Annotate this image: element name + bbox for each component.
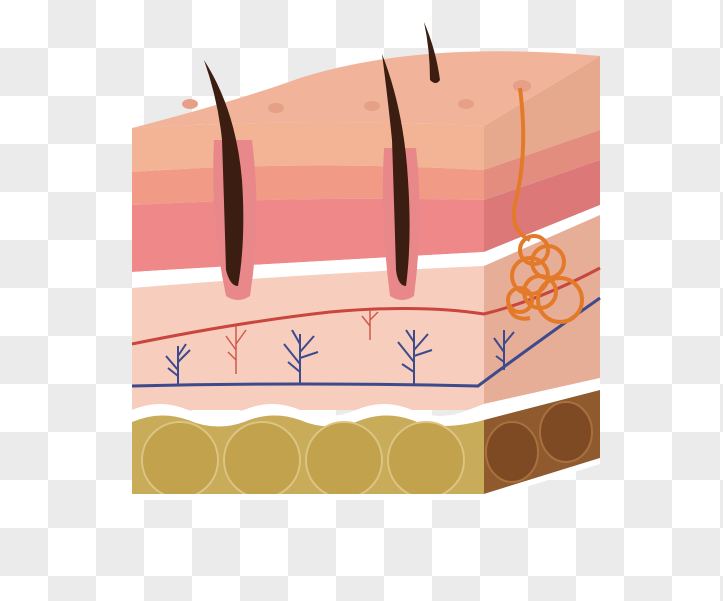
fat-cell — [540, 402, 592, 462]
epidermis-top-layer — [132, 122, 484, 172]
fat-cell — [388, 422, 464, 498]
pore — [268, 103, 284, 113]
pore — [458, 99, 474, 109]
pore — [364, 101, 380, 111]
fat-cell — [306, 422, 382, 498]
pore — [182, 99, 198, 109]
epidermis-lower-layer — [132, 165, 484, 205]
fat-cell — [224, 422, 300, 498]
dermis-layer — [132, 266, 484, 410]
fat-cell — [142, 422, 218, 498]
front-face — [132, 122, 484, 500]
fat-cell — [486, 422, 538, 482]
